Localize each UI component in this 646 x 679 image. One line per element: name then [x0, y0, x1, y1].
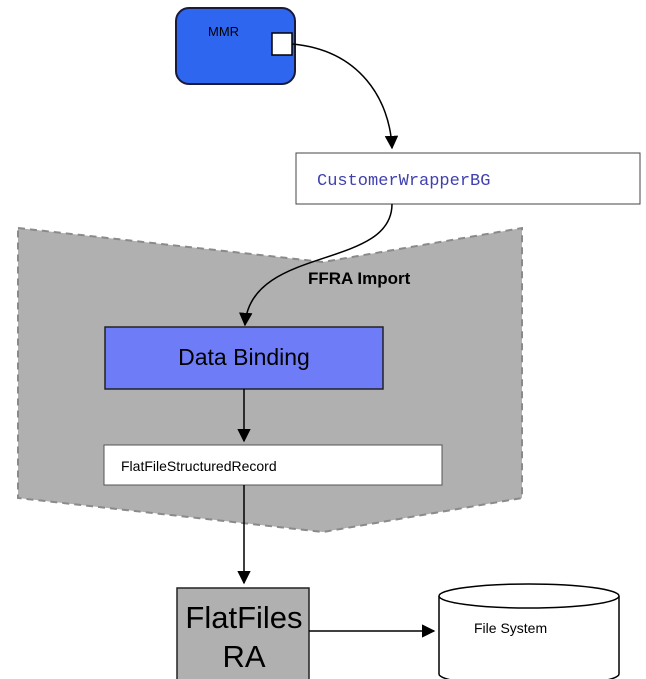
- ffra-import-label: FFRA Import: [308, 269, 411, 288]
- flat-file-structured-record-label: FlatFileStructuredRecord: [121, 458, 277, 474]
- wrapper-to-databinding-connector: [239, 203, 393, 327]
- data-binding-box[interactable]: Data Binding: [104, 326, 384, 390]
- mmr-port: [271, 32, 293, 56]
- customer-wrapper-bg-box[interactable]: CustomerWrapperBG: [295, 152, 641, 205]
- flat-file-structured-record-box[interactable]: FlatFileStructuredRecord: [103, 444, 443, 486]
- mmr-to-wrapper-connector: [291, 43, 399, 150]
- flatfiles-ra-box[interactable]: FlatFiles RA: [176, 587, 310, 679]
- mmr-component[interactable]: MMR: [175, 7, 296, 85]
- file-system-cylinder[interactable]: File System: [438, 583, 620, 679]
- flatfiles-ra-label-line2: RA: [222, 639, 265, 674]
- data-binding-label: Data Binding: [178, 344, 310, 370]
- file-system-label: File System: [474, 620, 547, 636]
- mmr-label: MMR: [208, 24, 239, 39]
- customer-wrapper-bg-label: CustomerWrapperBG: [317, 172, 490, 191]
- flatfiles-ra-label-line1: FlatFiles: [185, 600, 302, 635]
